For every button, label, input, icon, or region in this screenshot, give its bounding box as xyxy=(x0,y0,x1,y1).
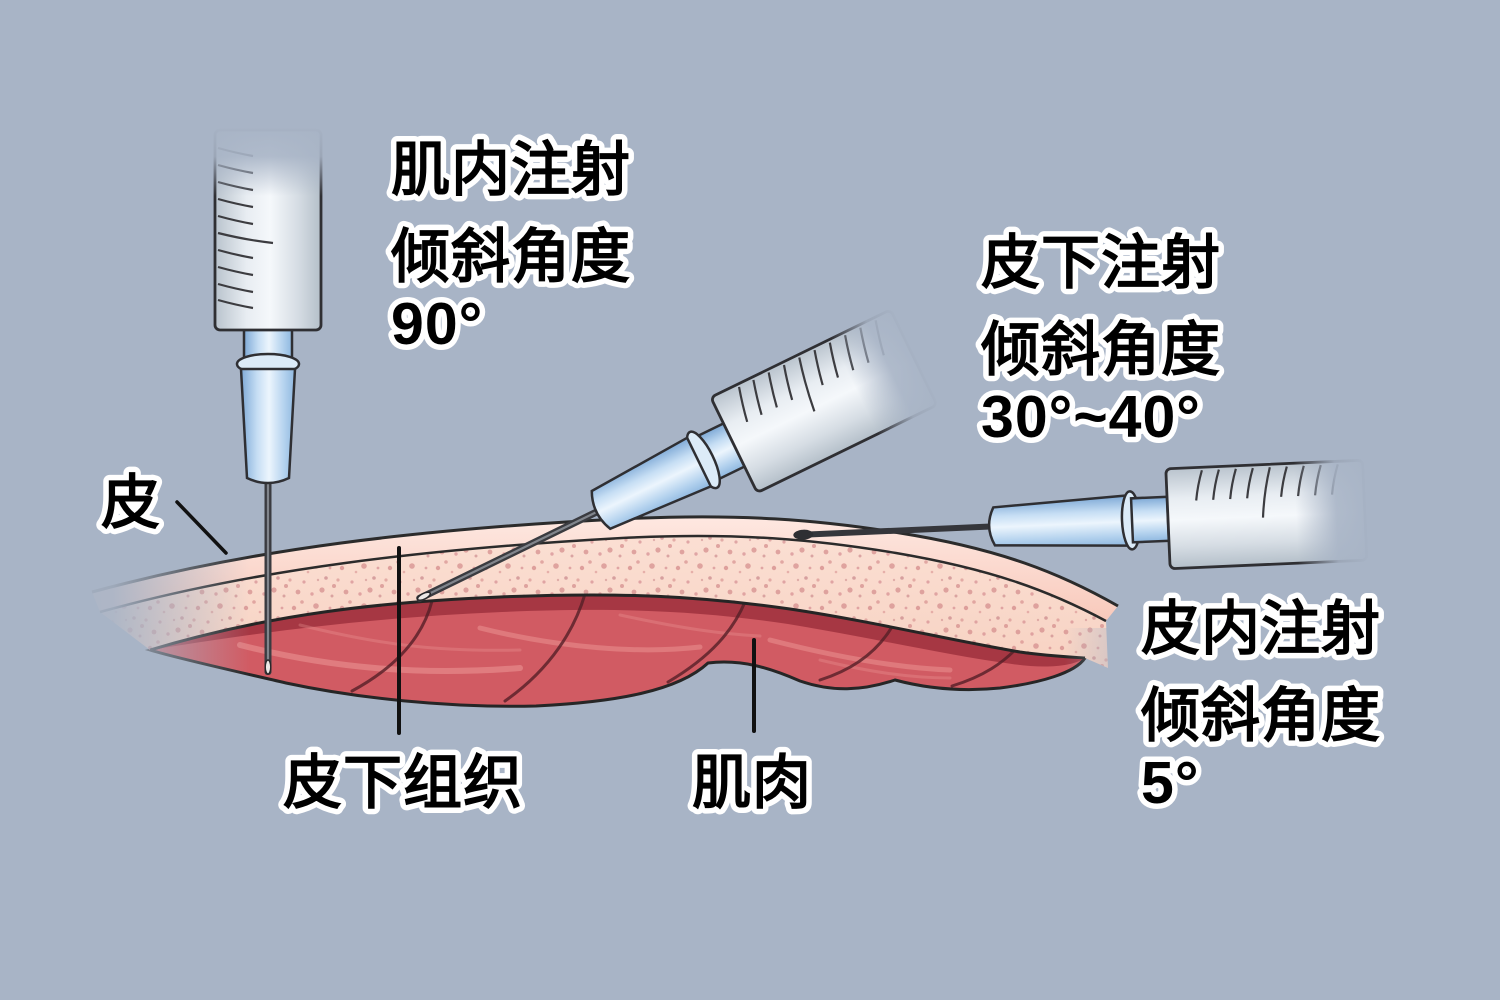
skin-bottom-outline xyxy=(99,534,1107,623)
intradermal-label-angle: 5° xyxy=(1141,750,1199,816)
subcutaneous-syringe xyxy=(416,301,946,602)
needle-bevel xyxy=(416,591,432,601)
tissue-fade-right xyxy=(1065,628,1215,743)
intramuscular-label-angle: 90° xyxy=(391,291,483,357)
syringe-hub xyxy=(987,494,1129,547)
intramuscular-label-line2: 倾斜角度 xyxy=(390,224,631,290)
tissue-cross-section xyxy=(40,505,1215,775)
intradermal-needle xyxy=(793,523,991,540)
needle-tip-bulge xyxy=(793,529,814,540)
subcutaneous-needle xyxy=(416,508,600,602)
subcutaneous-tissue-label: 皮下组织 xyxy=(283,750,523,816)
subcutaneous-label-angle: 30°~40° xyxy=(981,384,1201,450)
labels: 肌内注射 倾斜角度 90° 皮下注射 倾斜角度 30°~40° 皮内注射 倾斜角… xyxy=(96,132,1386,822)
skin-surface-outline xyxy=(91,515,1119,608)
muscle-bundle-lines xyxy=(350,594,1017,703)
syringe-hub xyxy=(239,367,297,485)
syringe-neck xyxy=(1129,495,1171,544)
muscle-top-outline xyxy=(149,593,1086,660)
leader-lines xyxy=(175,500,756,735)
muscle-label: 肌肉 xyxy=(692,750,812,816)
intramuscular-needle xyxy=(264,480,272,675)
subcutaneous-speckles xyxy=(100,535,1108,668)
intradermal-syringe xyxy=(793,454,1373,570)
tissue-fade-left xyxy=(40,505,250,775)
subcutaneous-label-line2: 倾斜角度 xyxy=(980,317,1221,383)
intramuscular-label-line1: 肌内注射 xyxy=(391,137,631,203)
intramuscular-syringe xyxy=(209,124,327,675)
barrel-top-fade xyxy=(209,124,327,196)
syringe-hub xyxy=(590,436,713,531)
skin-label: 皮 xyxy=(101,470,161,536)
intradermal-label-line2: 倾斜角度 xyxy=(1140,683,1381,749)
muscle-streaks xyxy=(237,613,953,680)
skin-leader-line xyxy=(175,500,228,555)
intradermal-label-line1: 皮内注射 xyxy=(1141,596,1381,662)
barrel-end-fade xyxy=(1293,454,1373,570)
needle-bevel xyxy=(264,659,272,675)
barrel-top-fade xyxy=(828,301,946,440)
subcutaneous-label-line1: 皮下注射 xyxy=(981,230,1221,296)
muscle-top-shadow xyxy=(150,594,1085,667)
